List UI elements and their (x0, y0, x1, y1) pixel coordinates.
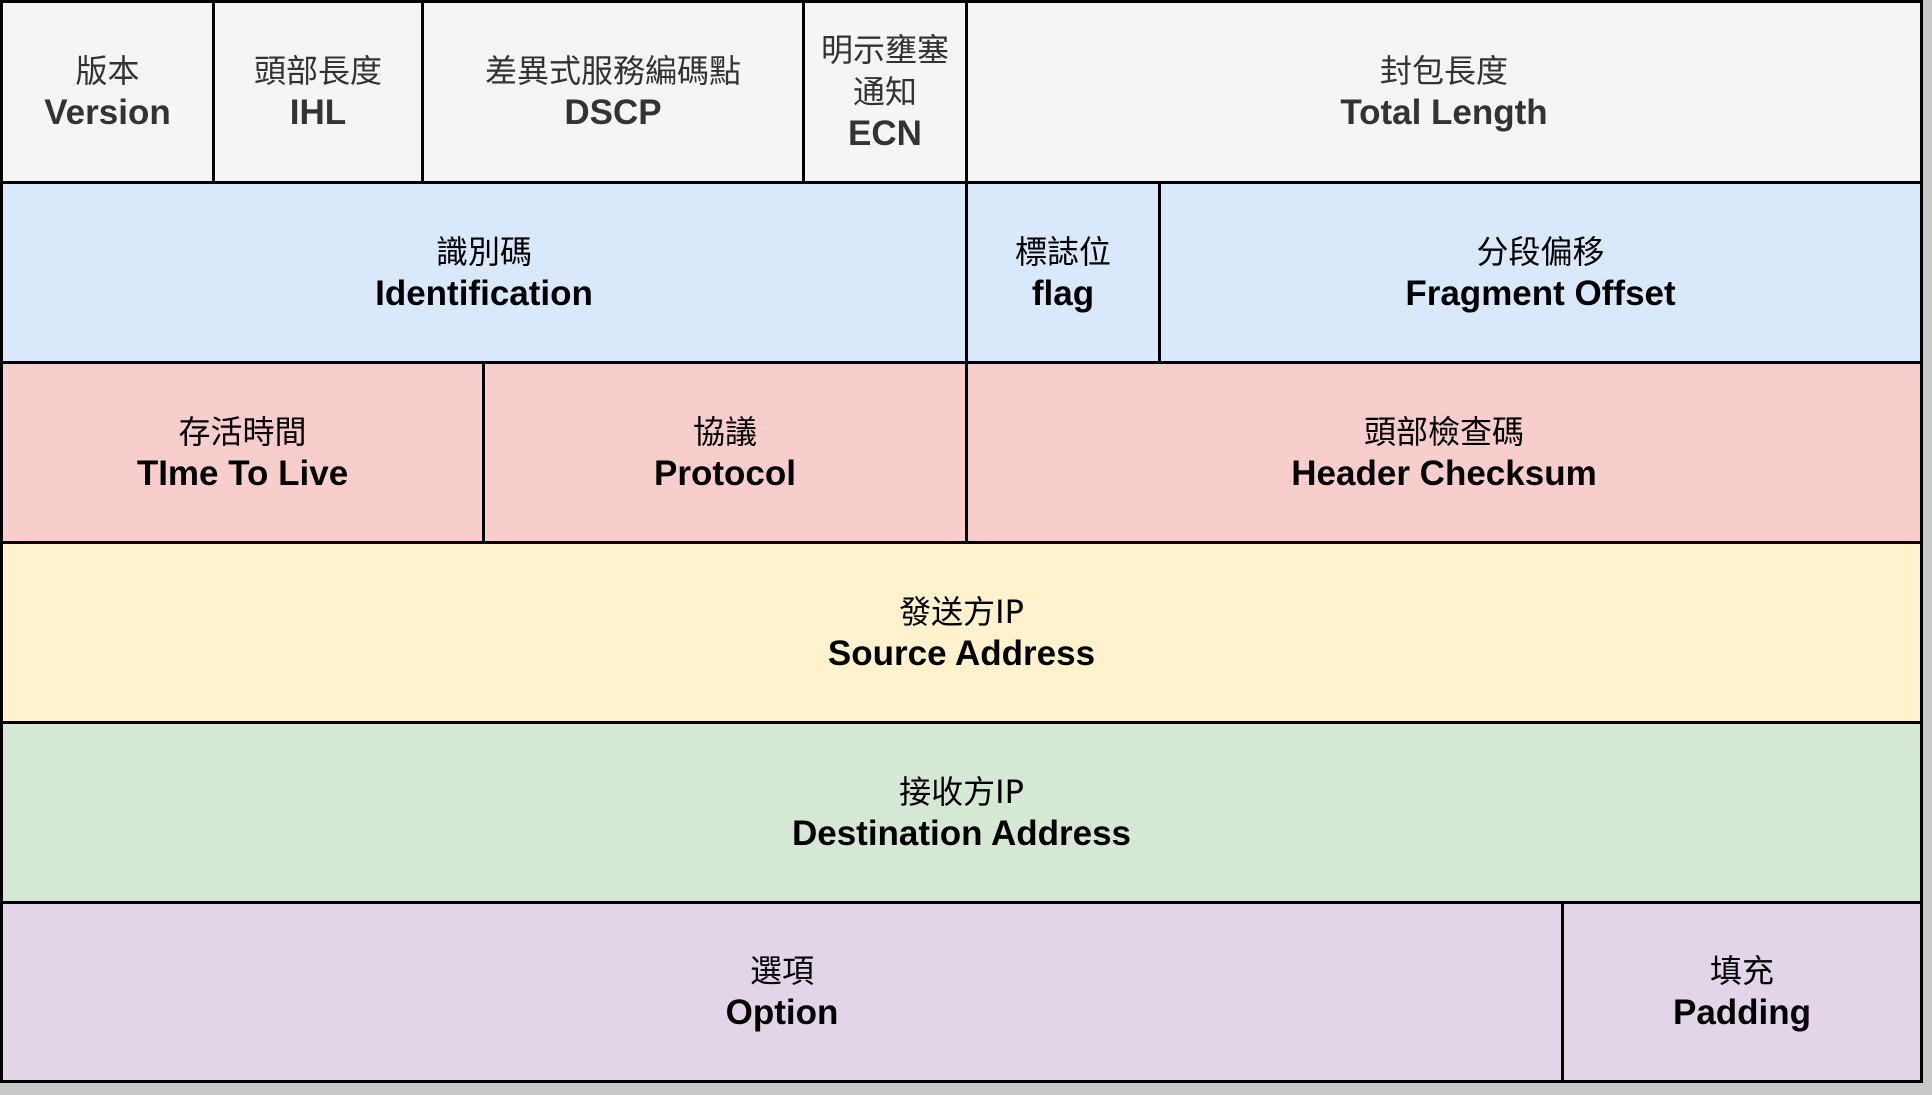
field-label-zh: 識別碼 (435, 232, 532, 271)
field-label-zh: 接收方IP (899, 772, 1024, 811)
field-ttl: 存活時間 TIme To Live (0, 361, 485, 544)
field-ihl: 頭部長度 IHL (212, 0, 424, 184)
field-dscp: 差異式服務編碼點 DSCP (421, 0, 805, 184)
field-padding: 填充 Padding (1561, 901, 1923, 1083)
field-label-en: Padding (1672, 993, 1812, 1032)
field-label-en: flag (1031, 273, 1095, 313)
field-flag: 標誌位 flag (965, 181, 1161, 364)
field-label-zh: 發送方IP (899, 592, 1024, 631)
field-label-en: Version (44, 93, 171, 132)
field-option: 選項 Option (0, 901, 1564, 1083)
field-label-zh: 頭部檢查碼 (1363, 412, 1524, 451)
field-label-zh: 協議 (692, 412, 757, 451)
field-fragment-offset: 分段偏移 Fragment Offset (1158, 181, 1923, 364)
field-label-en: Option (725, 993, 839, 1032)
field-label-en: Destination Address (791, 813, 1132, 853)
field-destination-address: 接收方IP Destination Address (0, 721, 1923, 904)
field-label-zh: 通知 (852, 73, 917, 111)
field-label-zh: 版本 (75, 52, 140, 90)
field-identification: 識別碼 Identification (0, 181, 968, 364)
field-label-en: IHL (289, 93, 347, 132)
field-label-zh: 標誌位 (1014, 232, 1111, 271)
field-label-zh: 頭部長度 (253, 52, 382, 90)
field-label-en: Identification (375, 273, 593, 313)
field-total-length: 封包長度 Total Length (965, 0, 1923, 184)
field-label-en: Total Length (1340, 93, 1548, 132)
field-source-address: 發送方IP Source Address (0, 541, 1923, 724)
field-label-en: Source Address (827, 633, 1096, 673)
field-label-zh: 分段偏移 (1476, 232, 1605, 271)
field-label-zh: 封包長度 (1379, 52, 1508, 90)
field-label-en: DSCP (564, 93, 662, 132)
field-protocol: 協議 Protocol (482, 361, 968, 544)
field-label-en: TIme To Live (136, 453, 349, 493)
field-label-en: Fragment Offset (1405, 273, 1676, 313)
field-ecn: 明示壅塞 通知 ECN (802, 0, 968, 184)
field-label-zh: 選項 (749, 952, 814, 990)
field-label-en: Protocol (654, 453, 796, 493)
field-label-en: Header Checksum (1291, 453, 1597, 493)
field-label-zh: 明示壅塞 (820, 31, 949, 69)
field-label-zh: 存活時間 (178, 412, 307, 451)
field-label-zh: 填充 (1709, 952, 1774, 990)
field-label-en: ECN (848, 114, 922, 153)
field-version: 版本 Version (0, 0, 215, 184)
field-header-checksum: 頭部檢查碼 Header Checksum (965, 361, 1923, 544)
field-label-zh: 差異式服務編碼點 (484, 52, 741, 90)
